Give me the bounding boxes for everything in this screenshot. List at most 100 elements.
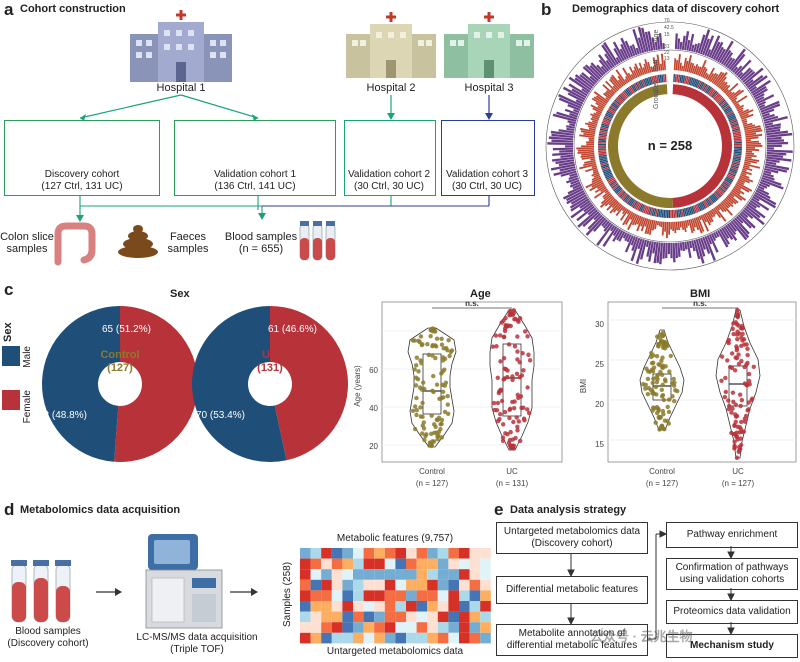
age-bar	[626, 234, 632, 243]
sex-cell	[696, 203, 702, 212]
bmi-bar	[739, 109, 754, 117]
age-bar	[548, 136, 574, 141]
heatmap-cell	[395, 579, 406, 591]
bmi-bar	[588, 139, 595, 142]
age-bar	[728, 221, 738, 232]
age-control-point	[422, 437, 427, 443]
age-bar	[745, 79, 754, 87]
heatmap-cell	[427, 548, 438, 559]
bmi-uc-point	[732, 445, 737, 450]
heatmap-cell	[480, 548, 491, 559]
age-control-point	[440, 358, 446, 363]
bmi-uc-point	[744, 342, 749, 347]
age-bar	[646, 240, 652, 257]
sex-cell	[600, 162, 609, 166]
mass-spectrometer-icon	[145, 534, 223, 629]
bmi-bar	[644, 218, 651, 235]
age-bar	[708, 35, 721, 58]
sex-cell	[732, 159, 741, 163]
bmi-uc-point	[736, 444, 742, 450]
sex-cell	[733, 154, 742, 157]
bmi-bar	[745, 154, 757, 158]
sex-cell	[699, 82, 705, 90]
age-control-point	[439, 342, 445, 347]
bmi-bar	[624, 75, 630, 83]
age-bar	[766, 151, 787, 156]
bmi-bar	[596, 183, 605, 190]
heatmap-cell	[331, 611, 343, 623]
sex-cell	[604, 115, 613, 120]
age-bar	[569, 196, 589, 209]
bmi-bar	[730, 191, 743, 201]
bmi-bar	[673, 221, 677, 234]
heatmap-cell	[406, 632, 417, 644]
sex-cell	[682, 75, 686, 84]
sex-cell	[605, 175, 614, 181]
discovery-blood-tubes-icon	[11, 560, 71, 623]
age-control-point	[429, 431, 434, 437]
age-bar	[735, 59, 752, 77]
age-bar	[674, 242, 679, 259]
bmi-bar	[590, 117, 599, 122]
pie-slice-male	[192, 306, 287, 462]
age-control-point	[420, 400, 425, 406]
bmi-bar	[718, 81, 726, 89]
age-bar	[620, 37, 632, 58]
age-bar	[724, 57, 733, 68]
heatmap-cell	[353, 611, 364, 623]
bmi-bar	[701, 68, 708, 78]
bmi-bar	[612, 85, 619, 92]
age-control-point	[416, 369, 421, 374]
age-bar	[752, 195, 760, 202]
bmi-bar	[624, 78, 629, 84]
age-bar	[715, 230, 720, 238]
age-control-point	[442, 409, 448, 415]
age-bar	[564, 108, 579, 116]
heatmap-cell	[406, 548, 417, 559]
age-bar	[600, 65, 608, 74]
bmi-bar	[732, 99, 737, 104]
age-bar	[622, 232, 628, 239]
bmi-bar	[581, 152, 595, 156]
age-bar	[697, 34, 706, 54]
heatmap-cell	[448, 569, 459, 580]
bmi-uc-point	[735, 307, 740, 313]
sex-cell	[733, 146, 742, 149]
age-uc-point	[508, 429, 513, 435]
age-bar	[695, 239, 705, 264]
heatmap-cell	[300, 579, 311, 591]
sex-cell	[604, 172, 613, 177]
age-bar	[691, 240, 696, 252]
bmi-bar	[579, 163, 597, 170]
bmi-uc-point	[735, 336, 740, 342]
age-bar	[765, 158, 780, 163]
panel-b-title: Demographics data of discovery cohort	[572, 3, 780, 15]
bmi-bar	[722, 84, 731, 93]
bmi-bar	[745, 146, 756, 149]
bmi-bar	[738, 108, 750, 115]
sex-cell	[649, 207, 654, 216]
bmi-control-point	[672, 398, 677, 404]
age-bar	[550, 163, 576, 171]
age-bar	[674, 33, 678, 50]
sex-cell	[657, 74, 661, 83]
heatmap-cell	[342, 590, 353, 601]
bmi-bar	[584, 122, 597, 128]
sex-cell	[711, 194, 718, 202]
bmi-control-point	[651, 376, 656, 381]
sex-cell	[732, 160, 741, 164]
age-bar	[719, 228, 730, 245]
age-bar	[598, 54, 612, 71]
age-ytick-60: 60	[369, 366, 378, 375]
sex-cell	[598, 147, 607, 149]
bmi-uc-point	[736, 449, 741, 455]
bmi-bar	[603, 192, 612, 200]
age-bar	[615, 57, 621, 64]
age-bar	[766, 141, 788, 145]
heatmap-cell	[374, 590, 385, 601]
bmi-control-point	[660, 365, 666, 370]
bmi-uc-point	[746, 371, 752, 377]
sex-cell	[727, 172, 736, 177]
age-bar	[566, 127, 575, 132]
bmi-bar	[713, 207, 722, 219]
